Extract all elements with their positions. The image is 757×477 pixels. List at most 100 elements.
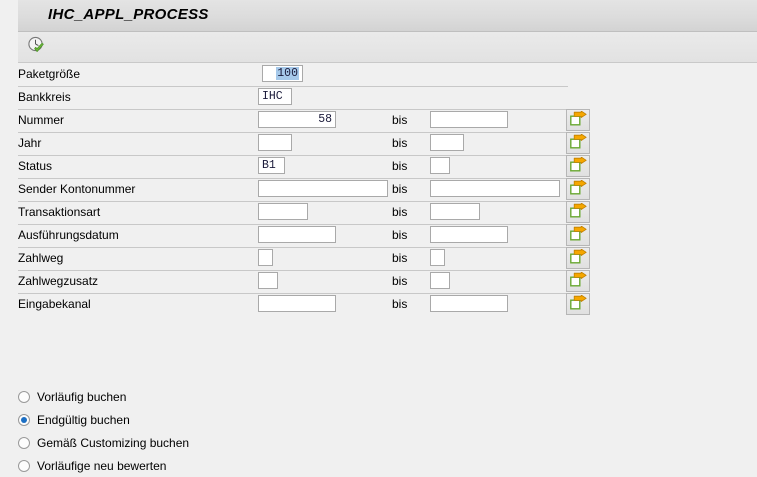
row-separator (18, 247, 568, 248)
field-input-from[interactable] (258, 180, 388, 197)
field-label: Bankkreis (18, 90, 71, 104)
radio-option[interactable]: Vorläufig buchen (0, 385, 757, 408)
multiple-selection-button[interactable] (566, 270, 590, 292)
row-separator (18, 132, 568, 133)
row-separator (18, 178, 568, 179)
multiple-selection-button[interactable] (566, 155, 590, 177)
multiple-selection-button[interactable] (566, 132, 590, 154)
form-row: Ausführungsdatum bis (0, 224, 757, 247)
page-title: IHC_APPL_PROCESS (48, 6, 209, 23)
radio-button[interactable] (18, 459, 30, 472)
form-row: Paketgröße 100 (0, 63, 757, 86)
multiple-selection-button[interactable] (566, 109, 590, 131)
multiple-selection-arrow-icon (569, 110, 587, 129)
field-input-from[interactable] (258, 226, 336, 243)
range-separator-label: bis (392, 205, 408, 219)
field-input-from[interactable] (258, 295, 336, 312)
radio-button[interactable] (18, 390, 30, 403)
field-input-to[interactable] (430, 111, 508, 128)
field-label: Ausführungsdatum (18, 228, 119, 242)
field-input-to[interactable] (430, 226, 508, 243)
form-row: Zahlweg bis (0, 247, 757, 270)
form-row: Eingabekanal bis (0, 293, 757, 316)
multiple-selection-button[interactable] (566, 293, 590, 315)
field-input-from[interactable]: 100 (262, 65, 303, 82)
row-separator (18, 201, 568, 202)
field-label: Zahlweg (18, 251, 64, 265)
field-input-to[interactable] (430, 134, 464, 151)
field-label: Jahr (18, 136, 42, 150)
radio-button[interactable] (18, 436, 30, 449)
field-label: Transaktionsart (18, 205, 101, 219)
radio-option[interactable]: Vorläufige neu bewerten (0, 454, 757, 477)
field-label: Sender Kontonummer (18, 182, 136, 196)
multiple-selection-arrow-icon (569, 271, 587, 290)
execute-button[interactable] (24, 35, 48, 58)
field-label: Paketgröße (18, 67, 81, 81)
radio-option-label: Endgültig buchen (37, 412, 130, 427)
field-input-to[interactable] (430, 272, 450, 289)
radio-button[interactable] (18, 413, 30, 426)
field-input-from[interactable] (258, 272, 278, 289)
execute-clock-check-icon (27, 36, 46, 58)
row-separator (18, 224, 568, 225)
range-separator-label: bis (392, 251, 408, 265)
selected-text-highlight: 100 (276, 67, 299, 80)
field-label: Nummer (18, 113, 65, 127)
field-input-from[interactable]: IHC (258, 88, 292, 105)
field-input-to[interactable] (430, 249, 445, 266)
field-input-to[interactable] (430, 157, 450, 174)
range-separator-label: bis (392, 182, 408, 196)
field-label: Eingabekanal (18, 297, 91, 311)
row-separator (18, 270, 568, 271)
multiple-selection-button[interactable] (566, 178, 590, 200)
multiple-selection-arrow-icon (569, 156, 587, 175)
form-row: Status B1 bis (0, 155, 757, 178)
radio-option-label: Vorläufig buchen (37, 389, 127, 404)
multiple-selection-button[interactable] (566, 201, 590, 223)
field-input-from[interactable] (258, 134, 292, 151)
field-input-from[interactable] (258, 203, 308, 220)
radio-option[interactable]: Endgültig buchen (0, 408, 757, 431)
range-separator-label: bis (392, 113, 408, 127)
radio-option-label: Gemäß Customizing buchen (37, 435, 190, 450)
row-separator (18, 86, 568, 87)
multiple-selection-arrow-icon (569, 248, 587, 267)
row-separator (18, 293, 568, 294)
field-input-to[interactable] (430, 203, 480, 220)
form-row: Transaktionsart bis (0, 201, 757, 224)
range-separator-label: bis (392, 297, 408, 311)
multiple-selection-arrow-icon (569, 133, 587, 152)
multiple-selection-arrow-icon (569, 294, 587, 313)
form-row: Bankkreis IHC (0, 86, 757, 109)
multiple-selection-arrow-icon (569, 179, 587, 198)
range-separator-label: bis (392, 228, 408, 242)
application-toolbar (18, 32, 757, 63)
field-input-to[interactable] (430, 180, 560, 197)
field-input-to[interactable] (430, 295, 508, 312)
field-input-from[interactable] (258, 249, 273, 266)
multiple-selection-button[interactable] (566, 247, 590, 269)
field-input-from[interactable]: B1 (258, 157, 285, 174)
row-separator (18, 155, 568, 156)
form-row: Zahlwegzusatz bis (0, 270, 757, 293)
multiple-selection-arrow-icon (569, 202, 587, 221)
form-row: Nummer 58 bis (0, 109, 757, 132)
field-label: Status (18, 159, 53, 173)
range-separator-label: bis (392, 159, 408, 173)
titlebar-background: IHC_APPL_PROCESS (18, 0, 757, 32)
form-row: Jahr bis (0, 132, 757, 155)
form-row: Sender Kontonummer bis (0, 178, 757, 201)
row-separator (18, 109, 568, 110)
range-separator-label: bis (392, 274, 408, 288)
multiple-selection-button[interactable] (566, 224, 590, 246)
radio-option[interactable]: Gemäß Customizing buchen (0, 431, 757, 454)
range-separator-label: bis (392, 136, 408, 150)
radio-option-label: Vorläufige neu bewerten (37, 458, 167, 473)
field-input-from[interactable]: 58 (258, 111, 336, 128)
window-titlebar: IHC_APPL_PROCESS (0, 0, 757, 32)
multiple-selection-arrow-icon (569, 225, 587, 244)
field-label: Zahlwegzusatz (18, 274, 99, 288)
